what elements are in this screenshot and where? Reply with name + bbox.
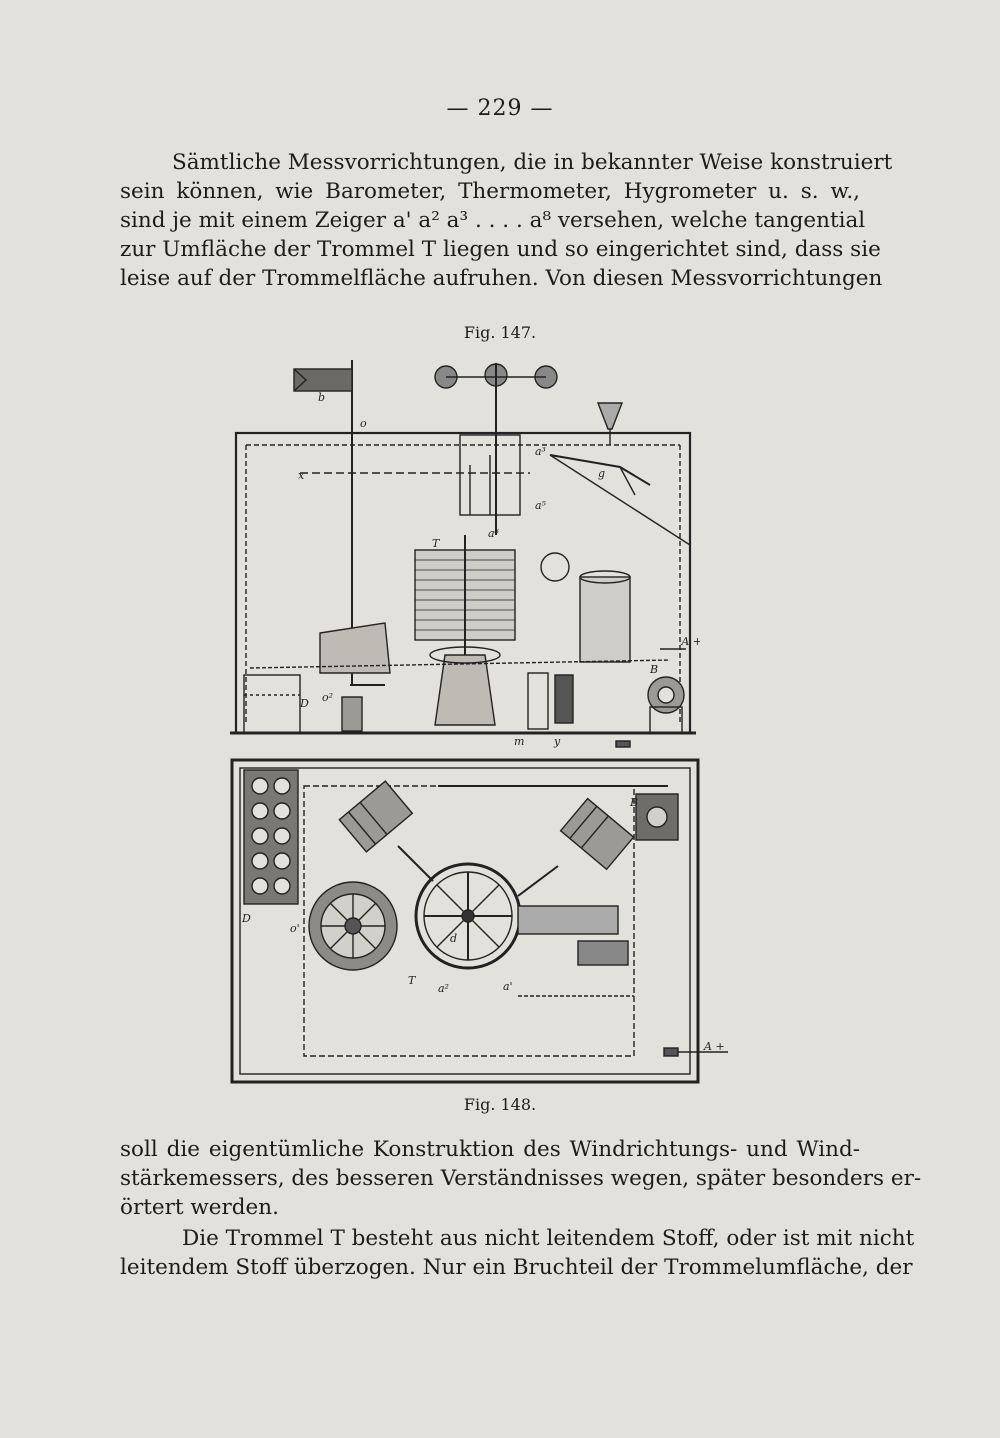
fig147-label-y: y	[553, 735, 561, 748]
fig147-label-D: D	[299, 697, 309, 710]
fig148-label-a2: a²	[438, 982, 449, 995]
fig148-label-a1: a'	[503, 980, 513, 993]
fig147-label-b: b	[318, 391, 325, 404]
fig147-illustration: b o x a⁵ a³ g T a⁶ A + B D o² m y	[230, 360, 700, 748]
fig148-label-o1: o'	[290, 922, 300, 935]
fig147-label-a3: a³	[535, 445, 546, 458]
fig147-label-m: m	[514, 735, 524, 748]
fig148-caption: Fig. 148.	[463, 1095, 537, 1114]
fig148-label-d: d	[450, 932, 457, 945]
text-line: stärkemessers, des besseren Verständniss…	[120, 1166, 922, 1191]
text-line: Sämtliche Messvorrichtungen, die in beka…	[172, 150, 893, 175]
fig147-label-a5: a⁵	[535, 499, 547, 512]
fig148-label-B: B	[629, 796, 638, 809]
fig147-label-o: o	[360, 417, 367, 430]
page-number: — 229 —	[446, 96, 554, 121]
closing-paragraph-1: soll die eigentümliche Konstruktion des …	[120, 1135, 922, 1222]
fig147-label-x: x	[298, 469, 305, 482]
intro-paragraph: Sämtliche Messvorrichtungen, die in beka…	[120, 148, 893, 293]
fig147-caption: Fig. 147.	[463, 323, 537, 342]
text-line: zur Umfläche der Trommel T liegen und so…	[120, 237, 881, 262]
fig148-illustration: B D T d A + a' a² o'	[230, 758, 728, 1084]
fig148-label-A-plus: A +	[703, 1040, 725, 1053]
fig147-label-B: B	[649, 663, 658, 676]
text-line: örtert werden.	[120, 1195, 279, 1220]
fig148-label-T: T	[408, 974, 417, 987]
text-line: soll die eigentümliche Konstruktion des …	[120, 1137, 860, 1162]
closing-paragraph-2: Die Trommel T besteht aus nicht leitende…	[120, 1224, 915, 1282]
text-line: sind je mit einem Zeiger a' a² a³ . . . …	[120, 208, 866, 233]
fig147-label-T: T	[432, 537, 441, 550]
fig147-label-a6: a⁶	[488, 527, 500, 540]
fig147-label-g: g	[598, 467, 605, 480]
fig148-label-D: D	[241, 912, 251, 925]
text-line: sein können, wie Barometer, Thermometer,…	[120, 179, 860, 204]
text-line: leise auf der Trommelfläche aufruhen. Vo…	[120, 266, 883, 291]
fig147-label-o2: o²	[322, 691, 333, 704]
text-line: leitendem Stoff überzogen. Nur ein Bruch…	[120, 1255, 913, 1280]
text-line: Die Trommel T besteht aus nicht leitende…	[182, 1226, 915, 1251]
fig147-label-A-plus: A +	[680, 635, 700, 648]
